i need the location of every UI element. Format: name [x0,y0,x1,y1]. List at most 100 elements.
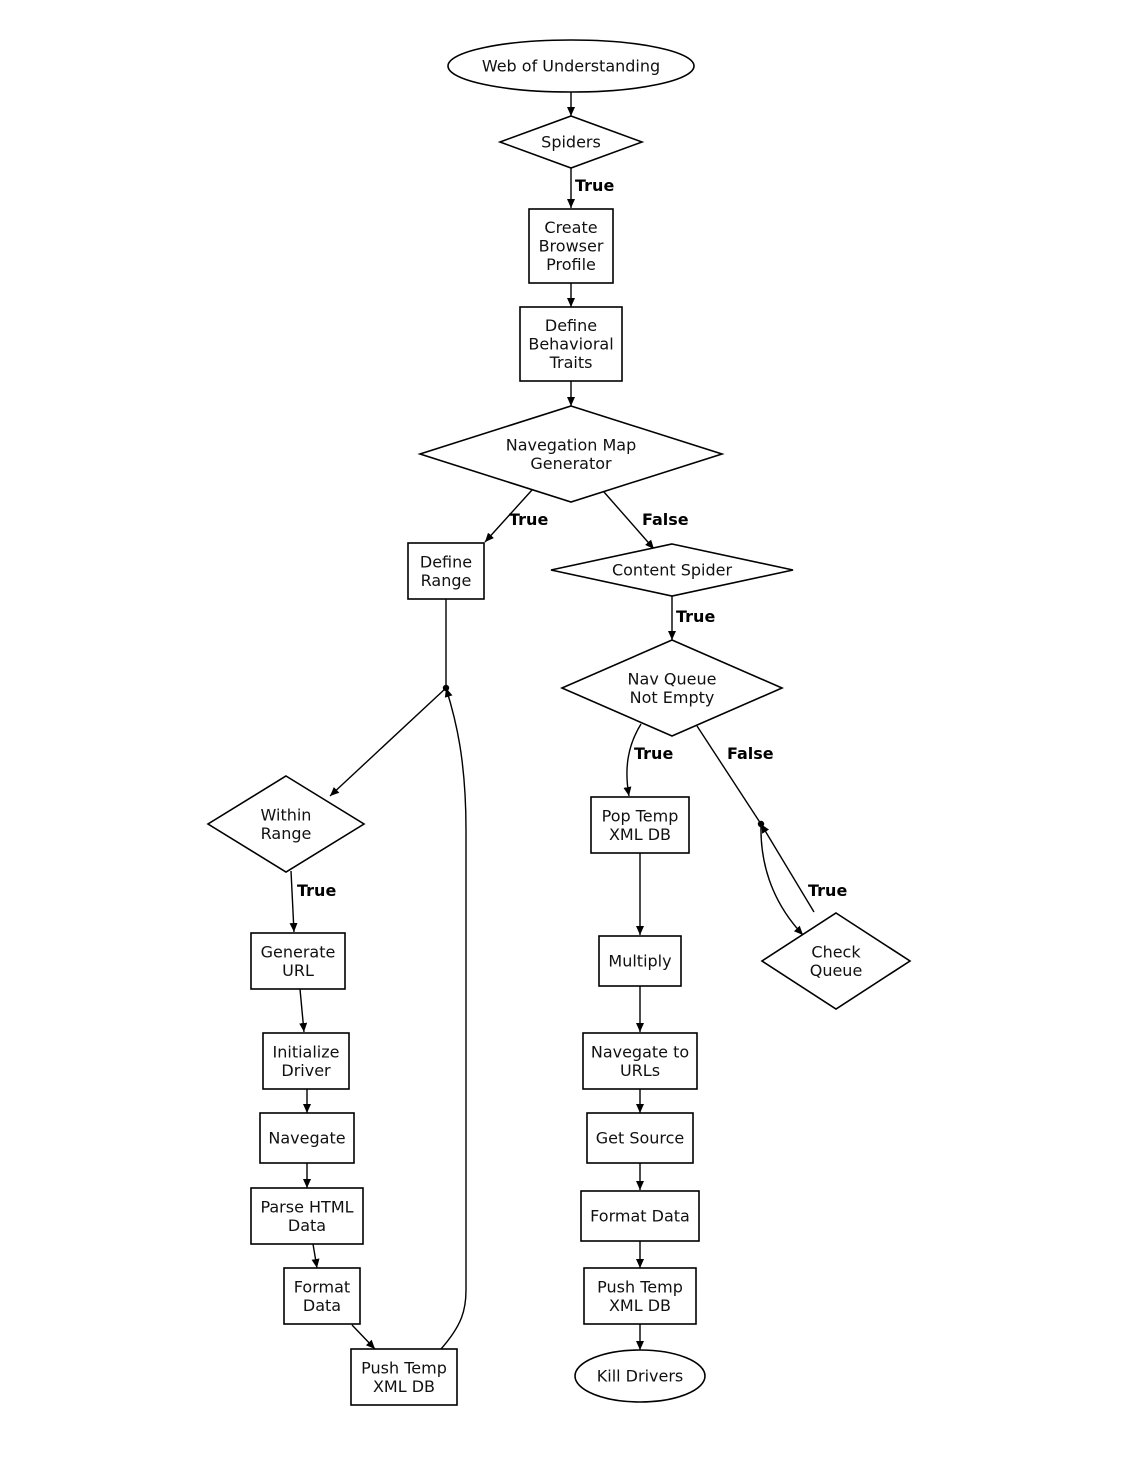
edge-label-true: True [509,510,548,529]
node-label-line: Within [261,805,312,824]
node-label-line: Spiders [541,133,601,152]
edge-label-true: True [634,744,673,763]
node-label-line: Navegate [268,1129,345,1148]
process-shape [528,208,614,284]
process-shape [250,1187,364,1245]
node-label-line: Format [294,1277,350,1296]
node-label-line: Push Temp [597,1277,683,1296]
node-label-line: Kill Drivers [597,1367,683,1386]
node-label-line: Nav Queue [628,669,717,688]
node-label-line: URLs [620,1061,660,1080]
node-label-line: Web of Understanding [482,57,660,76]
process-shape [283,1267,361,1325]
node-label-line: Range [261,824,312,843]
edge-navegation-map-generator-to-content-spider [603,491,655,550]
node-label-line: Traits [549,353,593,372]
node-label-line: Initialize [273,1042,340,1061]
process-shape [586,1112,694,1164]
edge-loop-junction-left-to-within-range [329,687,447,797]
loop-junction-right-dot [757,820,765,828]
edge-label-true: True [808,881,847,900]
edge-parse-html-data-to-format-data-left [311,1243,320,1269]
node-kill-drivers: Kill Drivers [574,1349,706,1403]
edge-label-false: False [727,744,774,763]
edge-label-false: False [642,510,689,529]
node-label-line: Driver [281,1061,331,1080]
node-spiders: Spiders [497,115,645,169]
process-shape [583,1267,697,1325]
edge-check-queue-to-loop-junction-right [760,823,815,913]
node-label-line: Parse HTML [260,1197,353,1216]
decision-shape [559,639,785,737]
nodes-layer: Web of UnderstandingSpidersCreateBrowser… [206,39,912,1406]
node-label-line: Create [544,218,597,237]
node-label-line: Push Temp [361,1358,447,1377]
node-content-spider: Content Spider [550,543,794,597]
node-format-data-right: Format Data [580,1190,700,1242]
edge-push-temp-xml-db-left-to-loop-junction-left [440,687,467,1350]
decision-shape [417,405,725,503]
node-label-line: Define [420,552,472,571]
decision-shape [550,543,794,597]
node-label-line: Data [303,1296,341,1315]
edge-nav-queue-not-empty-to-pop-temp-xml-db [623,723,642,797]
edge-generate-url-to-initialize-driver [299,988,308,1033]
loop-junction-left-dot [442,684,450,692]
edge-format-data-left-to-push-temp-xml-db-left [351,1324,376,1350]
process-shape [262,1032,350,1090]
node-label-line: Define [545,316,597,335]
junctions-layer [442,684,765,828]
node-web-of-understanding: Web of Understanding [447,39,695,93]
node-label-line: Format Data [590,1207,690,1226]
node-label-line: XML DB [373,1377,435,1396]
node-label-line: Content Spider [612,561,732,580]
process-shape [407,542,485,600]
edges-layer [289,92,815,1350]
process-shape [250,932,346,990]
process-shape [590,796,690,854]
process-shape [519,306,623,382]
process-shape [350,1348,458,1406]
edge-label-true: True [297,881,336,900]
node-label-line: Browser [539,237,604,256]
edge-loop-junction-right-to-check-queue [760,823,804,936]
node-label-line: Navegation Map [506,435,637,454]
node-label-line: Get Source [596,1129,685,1148]
node-label-line: URL [282,961,314,980]
node-label-line: Range [421,571,472,590]
process-shape [582,1032,698,1090]
process-shape [580,1190,700,1242]
node-label-line: XML DB [609,1296,671,1315]
node-label-line: Generate [261,942,336,961]
edge-within-range-to-generate-url [289,870,298,933]
terminal-shape [447,39,695,93]
decision-shape [497,115,645,169]
node-label-line: Profile [546,255,596,274]
node-multiply: Multiply [598,935,682,987]
node-navegate: Navegate [259,1112,355,1164]
node-label-line: Data [288,1216,326,1235]
process-shape [598,935,682,987]
process-shape [259,1112,355,1164]
node-label-line: Generator [530,454,612,473]
edge-label-true: True [575,176,614,195]
node-label-line: Behavioral [528,335,613,354]
node-label-line: XML DB [609,825,671,844]
decision-shape [760,912,912,1010]
node-get-source: Get Source [586,1112,694,1164]
node-label-line: Check [811,942,861,961]
edge-navegation-map-generator-to-define-range [484,489,533,543]
